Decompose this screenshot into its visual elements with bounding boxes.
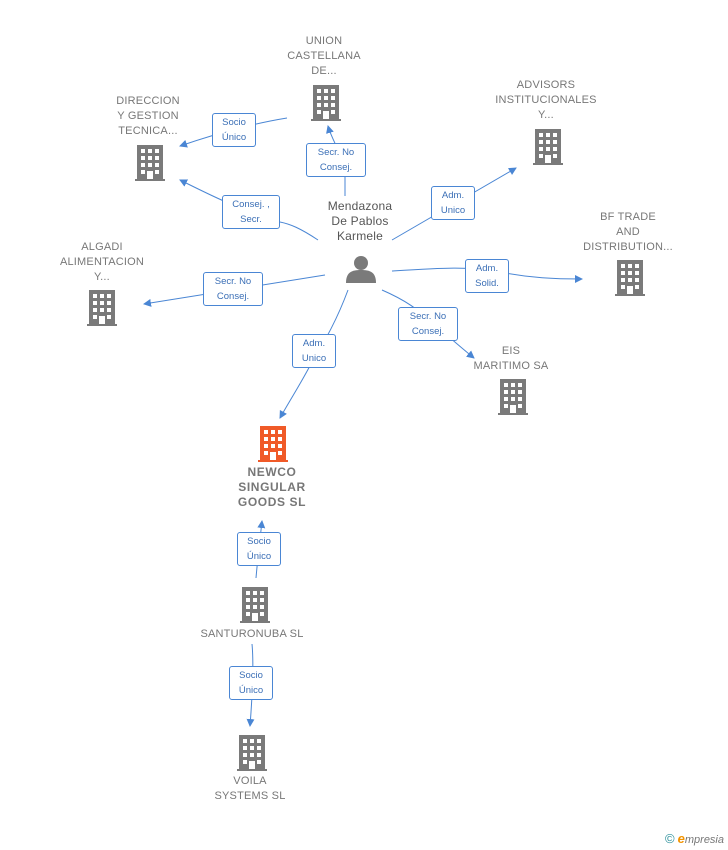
edge-label-adm-unico-advisors[interactable]: Adm. Unico [431,186,475,220]
brand-name: mpresia [684,834,724,846]
edge-label-adm-solid-bftrade[interactable]: Adm. Solid. [465,259,509,293]
edge-label-secr-no-consej-eis[interactable]: Secr. No Consej. [398,307,458,341]
building-icon-santuronuba [240,587,270,623]
node-santuronuba[interactable]: SANTURONUBA SL [200,628,304,640]
node-advisors[interactable]: ADVISORS INSTITUCIONALES Y... [495,79,597,121]
building-icon-union [311,85,341,121]
node-direccion[interactable]: DIRECCION Y GESTION TECNICA... [116,95,180,137]
copyright-icon: © [664,831,675,846]
building-icon-newco [258,426,288,462]
node-algadi[interactable]: ALGADI ALIMENTACION Y... [59,241,145,283]
building-icon-direccion [135,145,165,181]
brand-footer: © empresia [665,831,724,846]
building-icon-algadi [87,290,117,326]
edge-label-secr-no-consej-union[interactable]: Secr. No Consej. [306,143,366,177]
edge-label-socio-unico-direccion[interactable]: Socio Único [212,113,256,147]
building-icon-eis [498,379,528,415]
node-person[interactable]: Mendazona De Pablos Karmele [327,199,393,243]
node-eis[interactable]: EIS MARITIMO SA [473,345,549,372]
edge-label-consej-secr-direccion[interactable]: Consej. , Secr. [222,195,280,229]
person-icon [346,256,376,283]
building-icon-voila [237,735,267,771]
node-newco[interactable]: NEWCO SINGULAR GOODS SL [237,465,307,509]
edge-label-adm-unico-newco[interactable]: Adm. Unico [292,334,336,368]
brand-logo-e: e [677,831,685,846]
edge-label-socio-unico-newco[interactable]: Socio Único [237,532,281,566]
building-icon-bftrade [615,260,645,296]
edge-label-secr-no-consej-algadi[interactable]: Secr. No Consej. [203,272,263,306]
building-icon-advisors [533,129,563,165]
edge-label-socio-unico-santuronuba[interactable]: Socio Único [229,666,273,700]
node-voila[interactable]: VOILA SYSTEMS SL [214,775,286,802]
node-union[interactable]: UNION CASTELLANA DE... [287,35,361,77]
node-bftrade[interactable]: BF TRADE AND DISTRIBUTION... [583,211,673,253]
